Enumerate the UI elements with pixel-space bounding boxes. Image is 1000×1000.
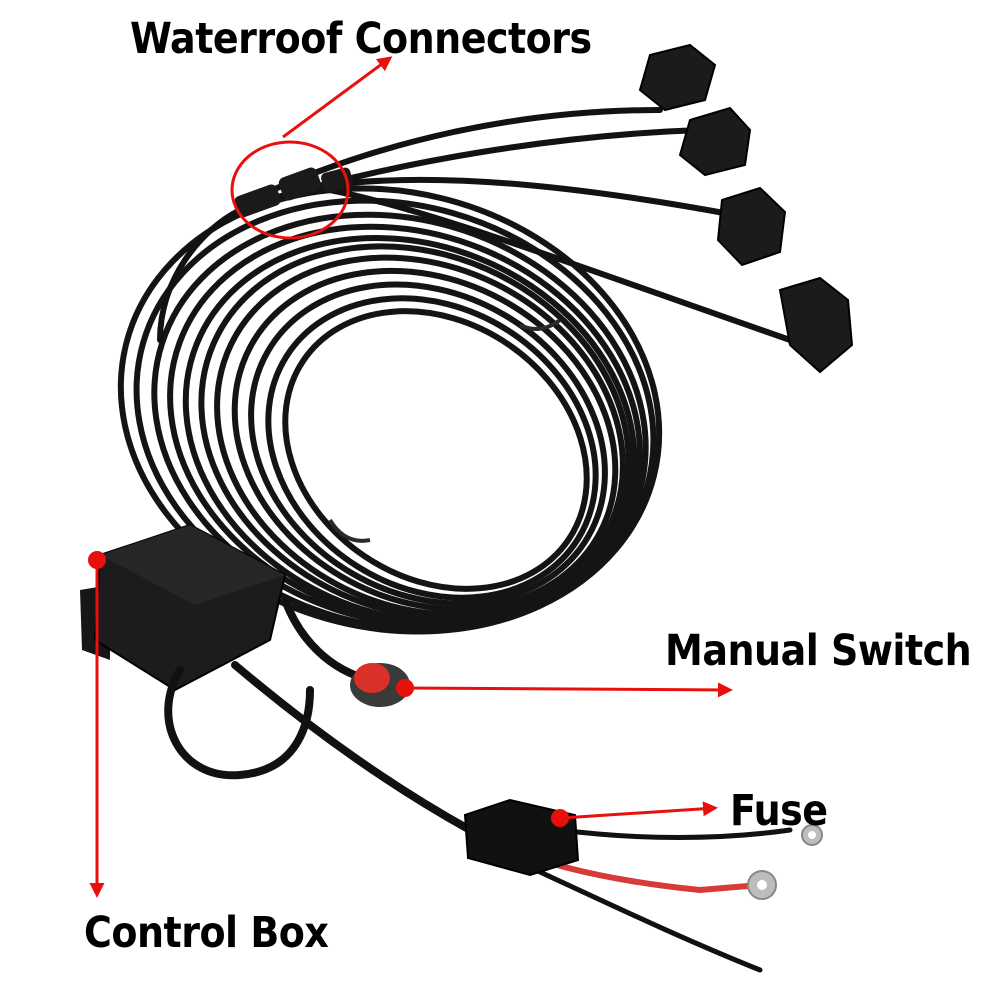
switch-dot <box>396 679 414 697</box>
inline-fuse-holder-icon <box>463 798 580 877</box>
fuse-arrow <box>561 801 718 820</box>
cable-coil <box>117 185 663 635</box>
rock-light-pod-icon <box>678 106 752 177</box>
fuse-dot <box>551 809 569 827</box>
manual-switch-label: Manual Switch <box>665 626 972 676</box>
switch-arrow <box>404 682 733 698</box>
push-button-switch-icon <box>350 663 410 707</box>
annotation-dots <box>88 551 569 827</box>
waterproof-connector-icon <box>234 167 353 218</box>
ring-terminal-icon <box>747 824 823 900</box>
waterproof-connectors-label: Waterroof Connectors <box>130 14 592 64</box>
control-box-icon <box>80 523 287 692</box>
annotation-marks <box>89 56 733 898</box>
fuse-label: Fuse <box>730 786 828 836</box>
connector-highlight-circle <box>230 140 350 240</box>
control-box-dot <box>88 551 106 569</box>
rock-light-pod-icon <box>638 43 717 112</box>
connector-arrow <box>282 56 393 139</box>
light-pods <box>638 43 854 374</box>
rock-light-pod-icon <box>778 276 854 374</box>
control-box-label: Control Box <box>84 908 329 958</box>
rock-light-pod-icon <box>716 186 787 267</box>
cable-tie <box>328 318 562 543</box>
